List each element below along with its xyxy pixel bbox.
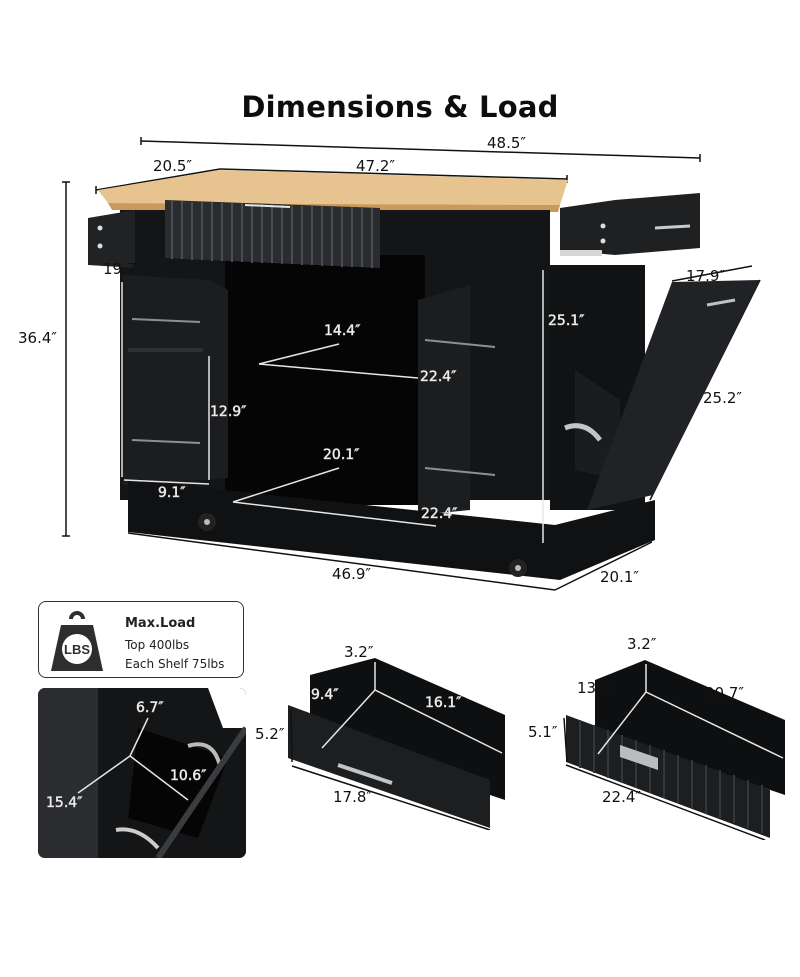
bin-depth-label: 6.7″ [136,700,164,716]
base-width-label: 46.9″ [332,565,372,583]
small-drawer-front-height-label: 5.2″ [255,725,285,743]
top-width-label: 47.2″ [356,157,396,175]
large-drawer-front-height-label: 5.1″ [528,723,558,741]
trash-bin-illustration [38,688,246,858]
bin-door-width-label: 17.9″ [686,267,726,285]
svg-text:LBS: LBS [64,642,90,657]
small-drawer-inner-width-label: 16.1″ [425,695,462,711]
bin-height-label: 15.4″ [46,795,83,811]
base-depth-label: 20.1″ [600,568,640,586]
max-load-top: Top 400lbs [125,638,190,652]
large-drawer-inner-height-label: 3.2″ [627,635,657,653]
trash-bin-detail-panel: 6.7″ 15.4″ 10.6″ [38,688,246,858]
cabinet-height-label: 25.1″ [548,313,585,329]
height-label: 36.4″ [18,329,58,347]
side-shelf-width-label: 9.1″ [158,485,186,501]
max-load-shelf: Each Shelf 75lbs [125,657,225,671]
side-shelf-depth-label: 19.7″ [103,260,143,278]
large-drawer-inner-width-label: 20.7″ [705,684,745,702]
upper-shelf-depth-label: 14.4″ [324,323,361,339]
overall-width-label: 48.5″ [487,134,527,152]
bin-door-height-label: 25.2″ [703,389,743,407]
large-drawer-illustration [563,660,785,840]
lower-shelf-depth-label: 20.1″ [323,447,360,463]
max-load-heading: Max.Load [125,616,196,631]
lower-shelf-width-label: 22.4″ [421,506,458,522]
top-depth-label: 20.5″ [153,157,193,175]
bin-width-label: 10.6″ [170,768,207,784]
max-load-card: LBS Max.Load Top 400lbs Each Shelf 75lbs [38,601,244,678]
large-drawer-front-width-label: 22.4″ [602,788,642,806]
small-drawer-inner-height-label: 3.2″ [344,643,374,661]
small-drawer-inner-depth-label: 9.4″ [311,687,339,703]
upper-shelf-width-label: 22.4″ [420,369,457,385]
large-drawer-inner-depth-label: 13.3″ [577,679,617,697]
small-drawer-front-width-label: 17.8″ [333,788,373,806]
side-shelf-height-label: 12.9″ [210,404,247,420]
small-drawer-illustration [288,658,505,830]
fluted-drawer-front [165,200,380,268]
white-dimension-lines [121,270,544,543]
weight-lbs-icon: LBS [51,611,103,671]
page-title: Dimensions & Load [241,90,559,124]
